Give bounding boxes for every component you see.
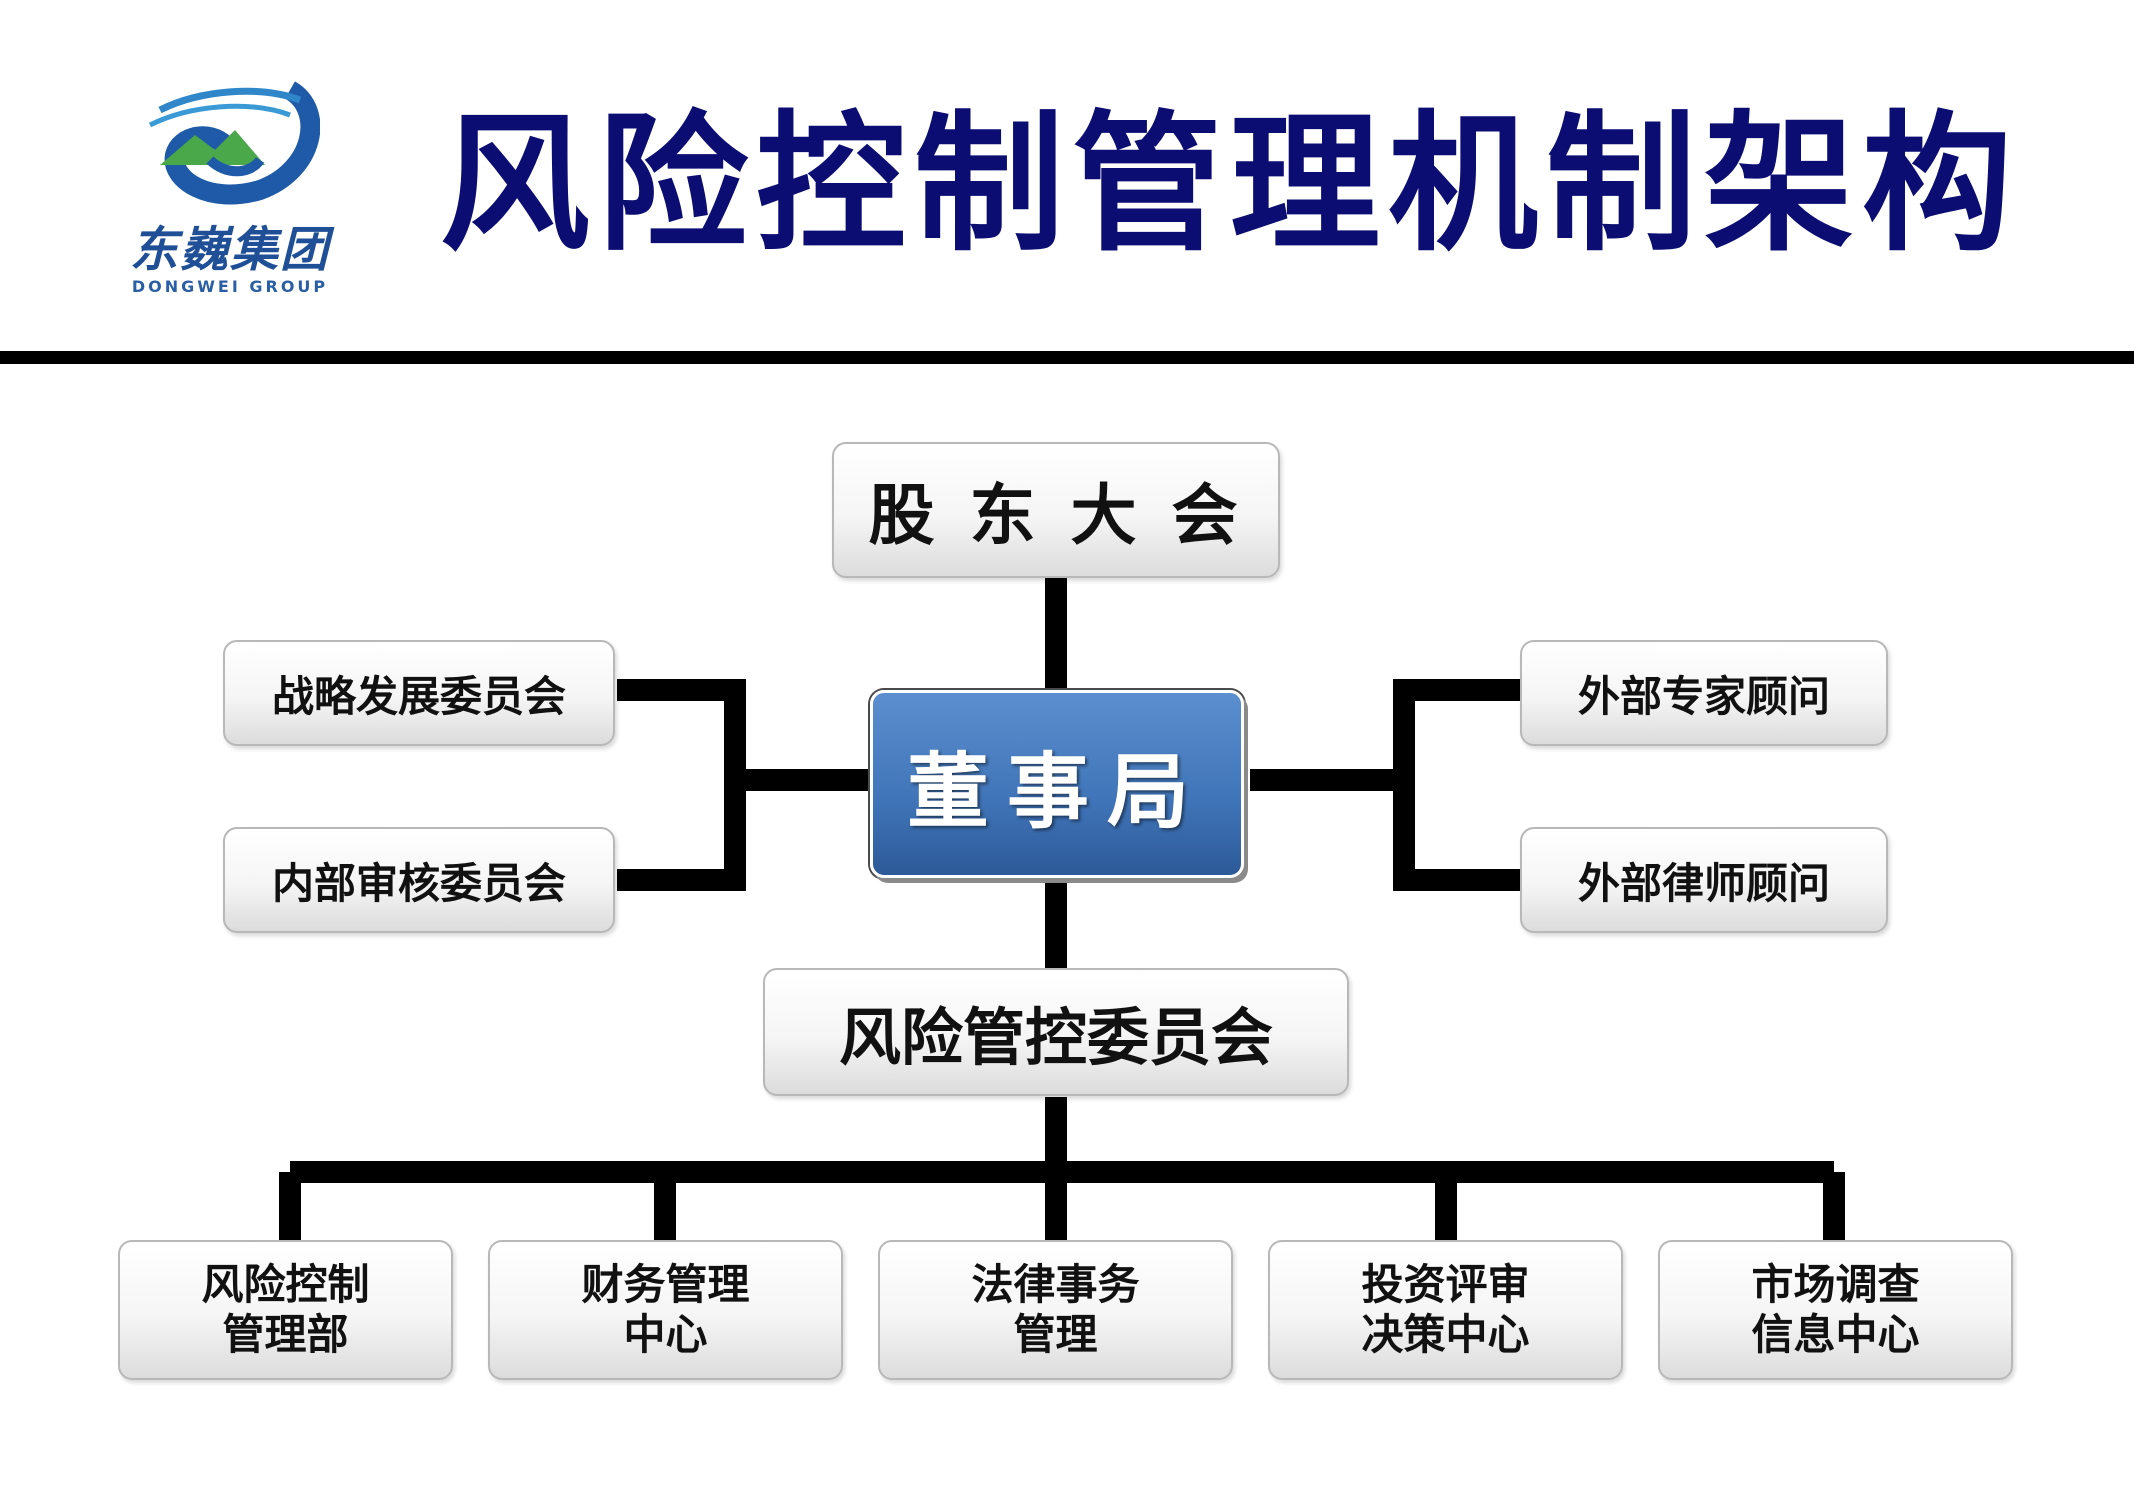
department-label: 投资评审 决策中心 [1361,1260,1530,1359]
title-divider [0,351,2134,364]
department-label: 法律事务 管理 [971,1260,1140,1359]
logo-english-name: DONGWEI GROUP [131,277,329,296]
logo-chinese-name: 东巍集团 [129,222,330,278]
audit-committee-box: 内部审核委员会 [223,827,615,933]
department-box-finance: 财务管理 中心 [488,1240,843,1380]
expert-advisor-label: 外部专家顾问 [1577,671,1830,721]
logo-swirl-icon [148,81,320,205]
risk-committee-label: 风险管控委员会 [838,1001,1273,1074]
audit-committee-label: 内部审核委员会 [271,858,566,908]
company-logo: 东巍集团 DONGWEI GROUP [110,60,350,300]
department-label: 市场调查 信息中心 [1751,1260,1920,1359]
connector-right-advisors [1393,679,1520,891]
department-box-investment: 投资评审 决策中心 [1268,1240,1623,1380]
department-label: 财务管理 中心 [581,1260,750,1359]
lawyer-advisor-label: 外部律师顾问 [1577,858,1830,908]
strategy-committee-box: 战略发展委员会 [223,640,615,746]
department-box-risk-control: 风险控制 管理部 [118,1240,453,1380]
shareholders-meeting-label: 股 东 大 会 [868,477,1244,554]
risk-committee-box: 风险管控委员会 [763,968,1349,1096]
strategy-committee-label: 战略发展委员会 [271,671,566,721]
board-of-directors-label: 董事局 [906,744,1207,840]
department-label: 风险控制 管理部 [201,1260,370,1359]
page-title: 风险控制管理机制架构 [440,98,2021,272]
connector-left-committees [617,679,746,891]
shareholders-meeting-box: 股 东 大 会 [832,442,1280,578]
department-box-legal: 法律事务 管理 [878,1240,1233,1380]
expert-advisor-box: 外部专家顾问 [1520,640,1888,746]
board-of-directors-box: 董事局 [870,690,1244,878]
department-box-market: 市场调查 信息中心 [1658,1240,2013,1380]
lawyer-advisor-box: 外部律师顾问 [1520,827,1888,933]
